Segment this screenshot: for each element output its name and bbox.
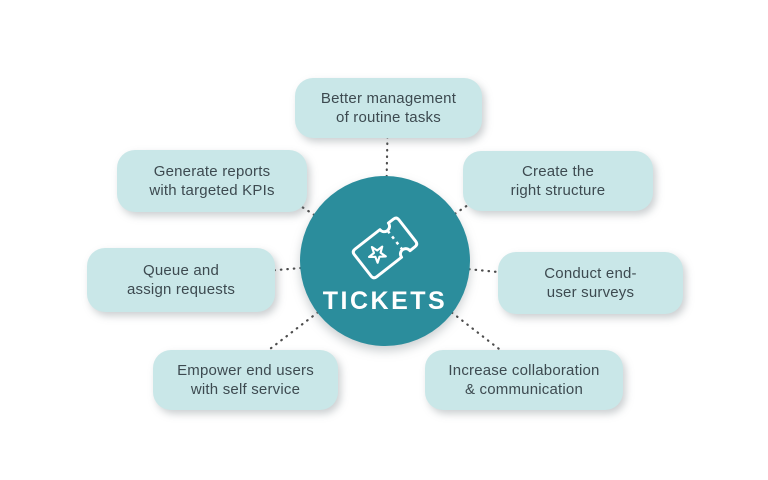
- node-better-management: Better management of routine tasks: [295, 78, 482, 138]
- node-user-surveys: Conduct end- user surveys: [498, 252, 683, 314]
- node-label: Create the: [521, 162, 595, 180]
- node-label: assign requests: [126, 281, 236, 298]
- node-increase-collaboration: Increase collaboration & communication: [425, 350, 623, 410]
- node-label: with self service: [190, 381, 301, 398]
- node-empower-users: Empower end users with self service: [153, 350, 338, 410]
- node-label: user surveys: [546, 284, 635, 301]
- connector-line: [383, 259, 505, 354]
- node-label: & communication: [464, 381, 584, 398]
- node-create-structure: Create the right structure: [463, 151, 653, 211]
- node-generate-reports: Generate reports with targeted KPIs: [117, 150, 307, 212]
- node-label: Increase collaboration: [448, 361, 600, 379]
- node-label: Empower end users: [177, 361, 314, 379]
- node-label: Generate reports: [153, 162, 271, 180]
- connector-line: [383, 259, 592, 283]
- node-label: Queue and: [142, 261, 220, 279]
- center-label: TICKETS: [322, 286, 448, 315]
- node-label: with targeted KPIs: [149, 182, 275, 199]
- node-label: Conduct end-: [544, 264, 637, 282]
- node-label: of routine tasks: [336, 109, 441, 126]
- node-queue-requests: Queue and assign requests: [87, 248, 275, 312]
- node-label: right structure: [510, 182, 606, 199]
- center-circle: TICKETS: [300, 176, 470, 346]
- ticket-icon: [351, 216, 419, 279]
- node-label: Better management: [320, 89, 457, 107]
